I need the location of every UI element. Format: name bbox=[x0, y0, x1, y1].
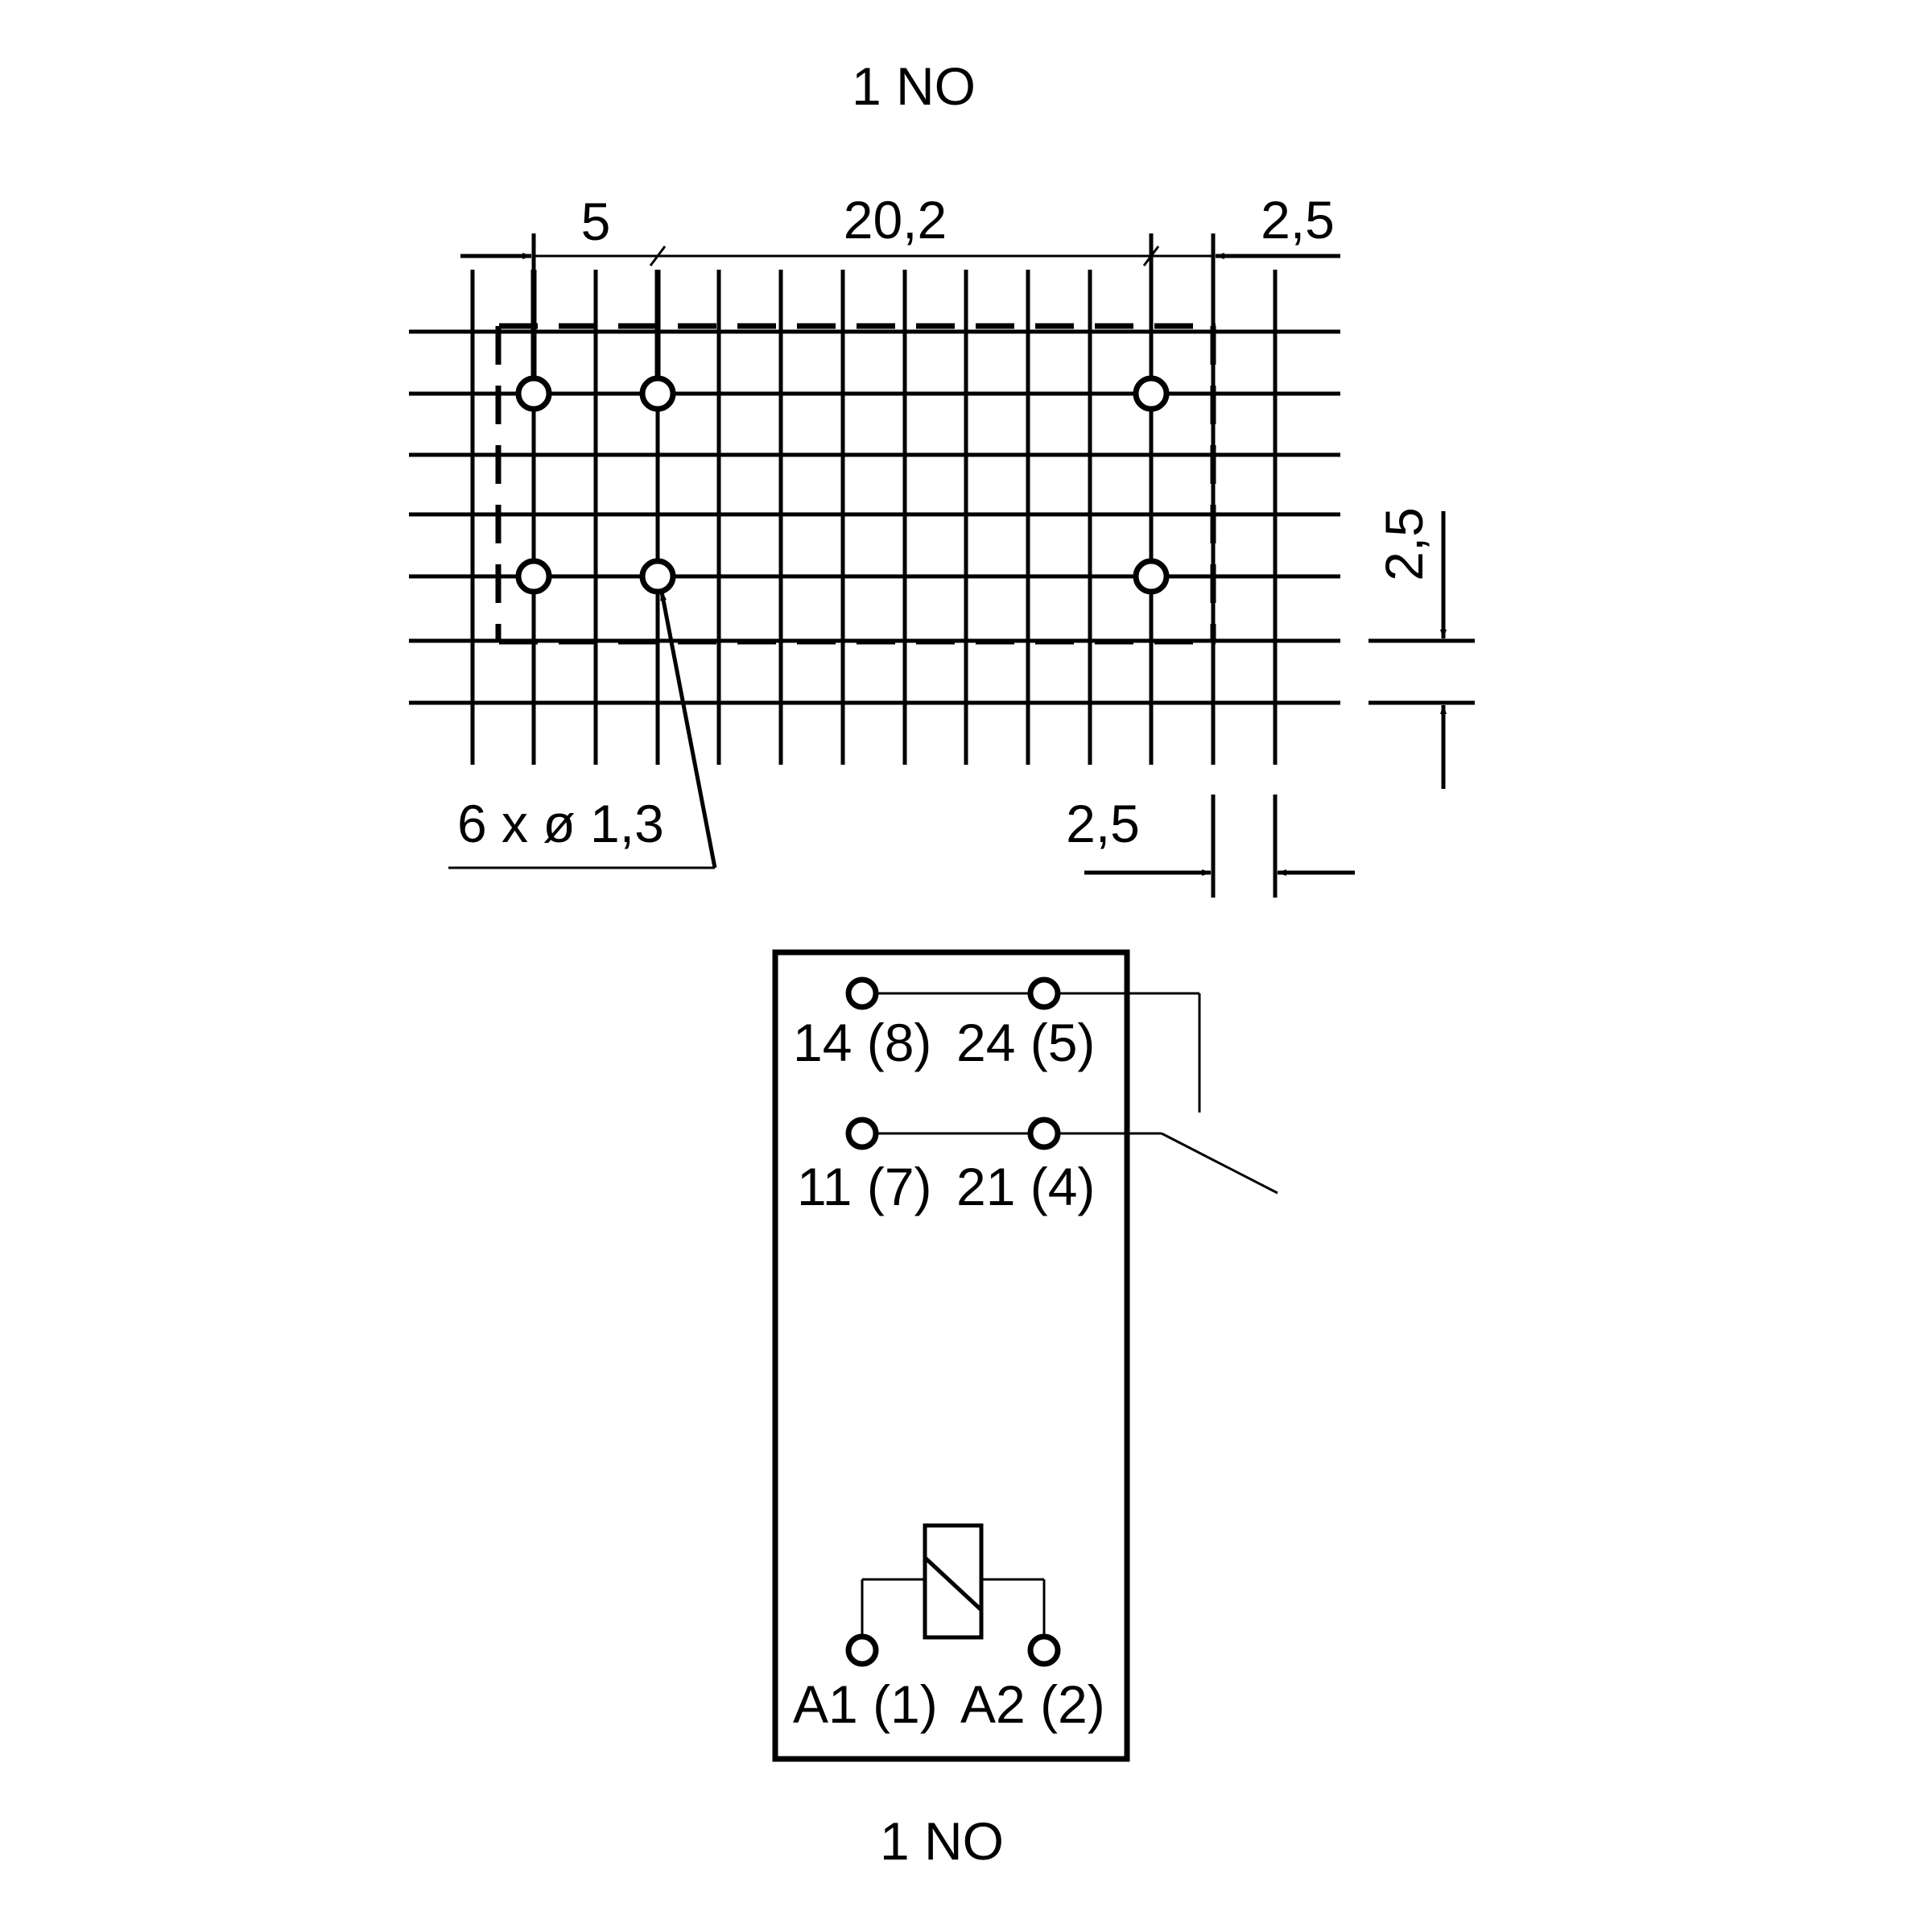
hole bbox=[639, 375, 676, 412]
title-bottom: 1 NO bbox=[880, 1811, 1004, 1871]
terminal-21 bbox=[1027, 1117, 1061, 1150]
relay-outline-dashed bbox=[495, 323, 1216, 645]
dim-20-2: 20,2 bbox=[844, 190, 947, 250]
hole bbox=[515, 558, 552, 595]
top-dimension bbox=[460, 233, 1340, 270]
dim-2-5-bottom: 2,5 bbox=[1066, 794, 1140, 853]
terminal-11 bbox=[845, 1117, 879, 1150]
terminal-a1 bbox=[845, 1633, 879, 1667]
pcb-holes bbox=[515, 375, 1170, 595]
pcb-grid bbox=[409, 270, 1340, 765]
coil-symbol bbox=[845, 1523, 1061, 1667]
label-14: 14 (8) bbox=[793, 1013, 931, 1072]
label-a1: A1 (1) bbox=[793, 1674, 938, 1734]
bottom-dimension bbox=[1084, 795, 1355, 898]
hole bbox=[1133, 558, 1170, 595]
hole bbox=[515, 375, 552, 412]
holes-label: 6 x ø 1,3 bbox=[457, 794, 664, 853]
contact-set bbox=[845, 976, 1278, 1195]
hole bbox=[639, 558, 676, 595]
dim-5: 5 bbox=[581, 192, 611, 251]
label-21: 21 (4) bbox=[956, 1157, 1095, 1216]
label-a2: A2 (2) bbox=[960, 1674, 1105, 1734]
dim-2-5-top: 2,5 bbox=[1261, 190, 1335, 250]
terminal-14 bbox=[845, 976, 879, 1010]
relay-box bbox=[772, 949, 1130, 1762]
label-11: 11 (7) bbox=[797, 1157, 932, 1216]
label-24: 24 (5) bbox=[956, 1013, 1095, 1072]
title-top: 1 NO bbox=[852, 56, 976, 116]
terminal-a2 bbox=[1027, 1633, 1061, 1667]
terminal-24 bbox=[1027, 976, 1061, 1010]
hole bbox=[1133, 375, 1170, 412]
dim-2-5-right: 2,5 bbox=[1374, 507, 1434, 581]
hole-callout bbox=[448, 591, 717, 869]
right-dimension bbox=[1368, 511, 1475, 789]
